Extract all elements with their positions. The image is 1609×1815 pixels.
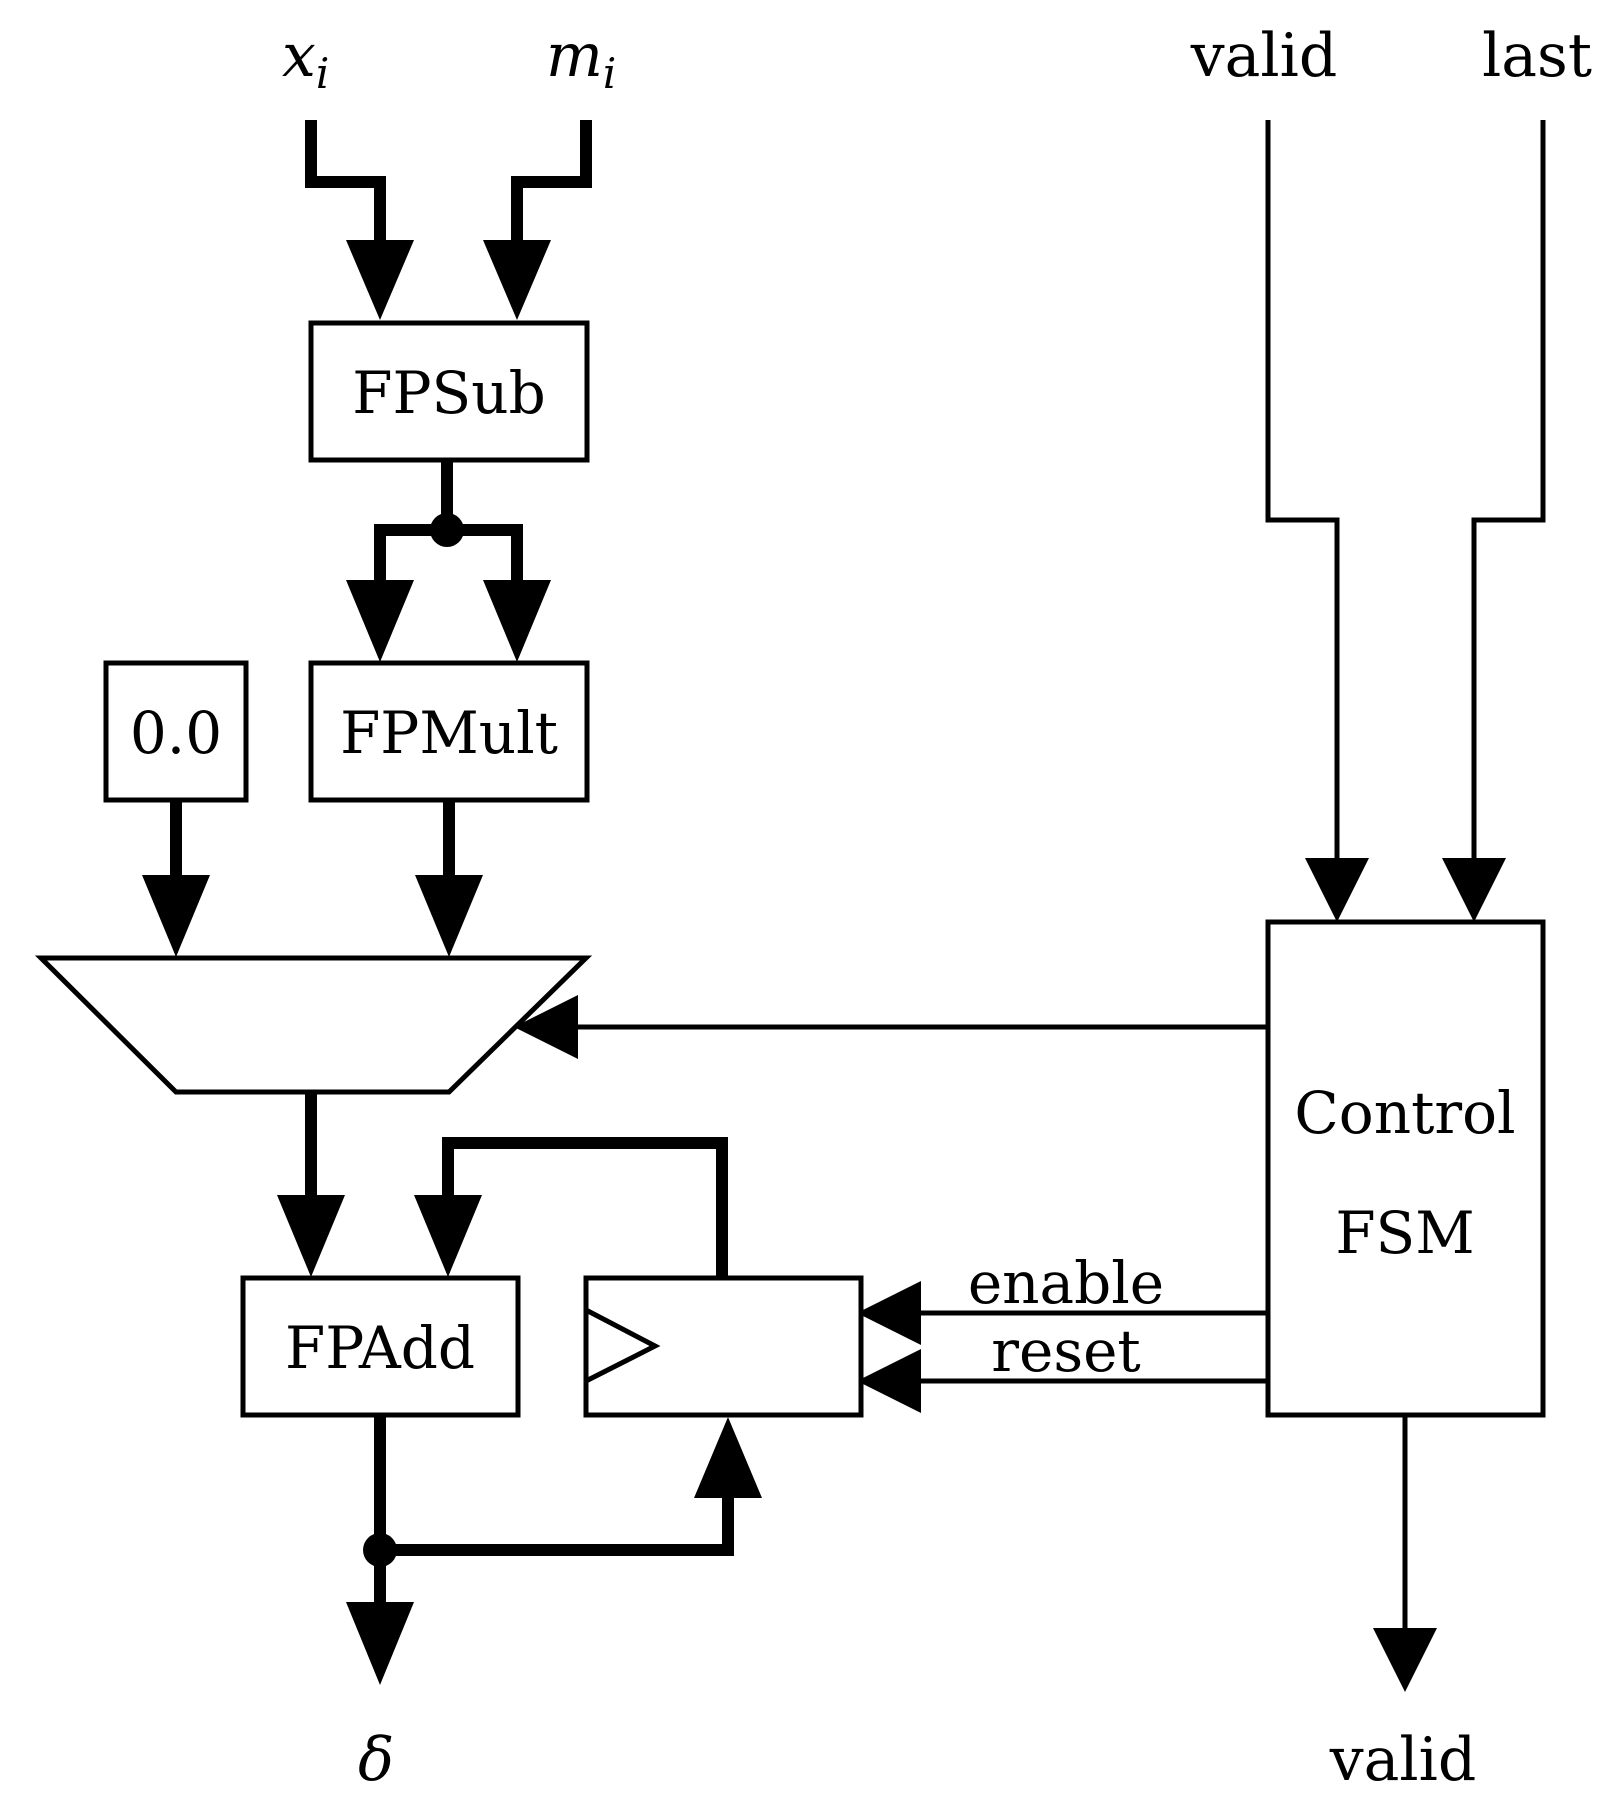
- arrowhead-last-fsm: [1442, 858, 1506, 922]
- constant-block: [103, 660, 249, 803]
- enable-label: enable: [968, 1249, 1164, 1317]
- wire-valid-in: [1265, 120, 1340, 880]
- bus-m-to-fpsub: [511, 120, 592, 270]
- register-block: [583, 1275, 864, 1418]
- arrowhead-select-mux: [514, 995, 578, 1059]
- control-fsm-label-line1: Control: [1294, 1079, 1515, 1147]
- fpsub-label: FPSub: [352, 359, 545, 427]
- clock-triangle-icon: [584, 1307, 661, 1384]
- constant-label: 0.0: [130, 699, 222, 767]
- arrowhead-const-mux: [142, 875, 210, 957]
- bus-to-register: [380, 1470, 734, 1556]
- multiplexer: [34, 955, 593, 1095]
- junction-dot-fpsub: [430, 513, 464, 547]
- input-m-base: m: [546, 21, 603, 91]
- fpmult-block: [308, 660, 590, 803]
- arrowhead-delta: [346, 1602, 414, 1685]
- input-last-label: last: [1482, 21, 1592, 91]
- control-fsm-block: [1265, 919, 1546, 1418]
- fpadd-label: FPAdd: [285, 1314, 475, 1382]
- fpsub-block: [308, 320, 590, 463]
- reset-label: reset: [991, 1317, 1140, 1385]
- input-m-sub: i: [603, 49, 616, 98]
- arrowhead-valid-out: [1373, 1628, 1437, 1692]
- arrowhead-fpmult-mux: [415, 875, 483, 957]
- wire-last-in: [1471, 120, 1546, 880]
- arrowhead-register-in: [694, 1417, 762, 1498]
- arrowhead-valid-fsm: [1305, 858, 1369, 922]
- junction-dot-fpadd: [363, 1533, 397, 1567]
- fpadd-block: [240, 1275, 521, 1418]
- input-m-label: mi: [546, 21, 616, 98]
- bus-x-to-fpsub: [305, 120, 386, 270]
- arrowhead-m-fpsub: [483, 240, 551, 320]
- input-x-base: x: [282, 21, 316, 91]
- input-x-sub: i: [316, 49, 329, 98]
- arrowhead-reset: [857, 1349, 921, 1413]
- input-valid-label: valid: [1190, 21, 1337, 91]
- arrowhead-mux-fpadd: [277, 1195, 345, 1277]
- arrowhead-x-fpsub: [346, 240, 414, 320]
- input-x-label: xi: [282, 21, 329, 98]
- fpmult-label: FPMult: [340, 699, 558, 767]
- arrowhead-fpmult-a: [346, 580, 414, 662]
- arrowhead-enable: [857, 1281, 921, 1345]
- arrowhead-feedback-fpadd: [414, 1195, 482, 1277]
- bus-reg-feedback: [442, 1137, 728, 1277]
- output-valid-label: valid: [1329, 1725, 1476, 1795]
- control-fsm-label-line2: FSM: [1335, 1199, 1474, 1267]
- arrowhead-fpmult-b: [483, 580, 551, 662]
- output-delta-label: δ: [358, 1725, 394, 1795]
